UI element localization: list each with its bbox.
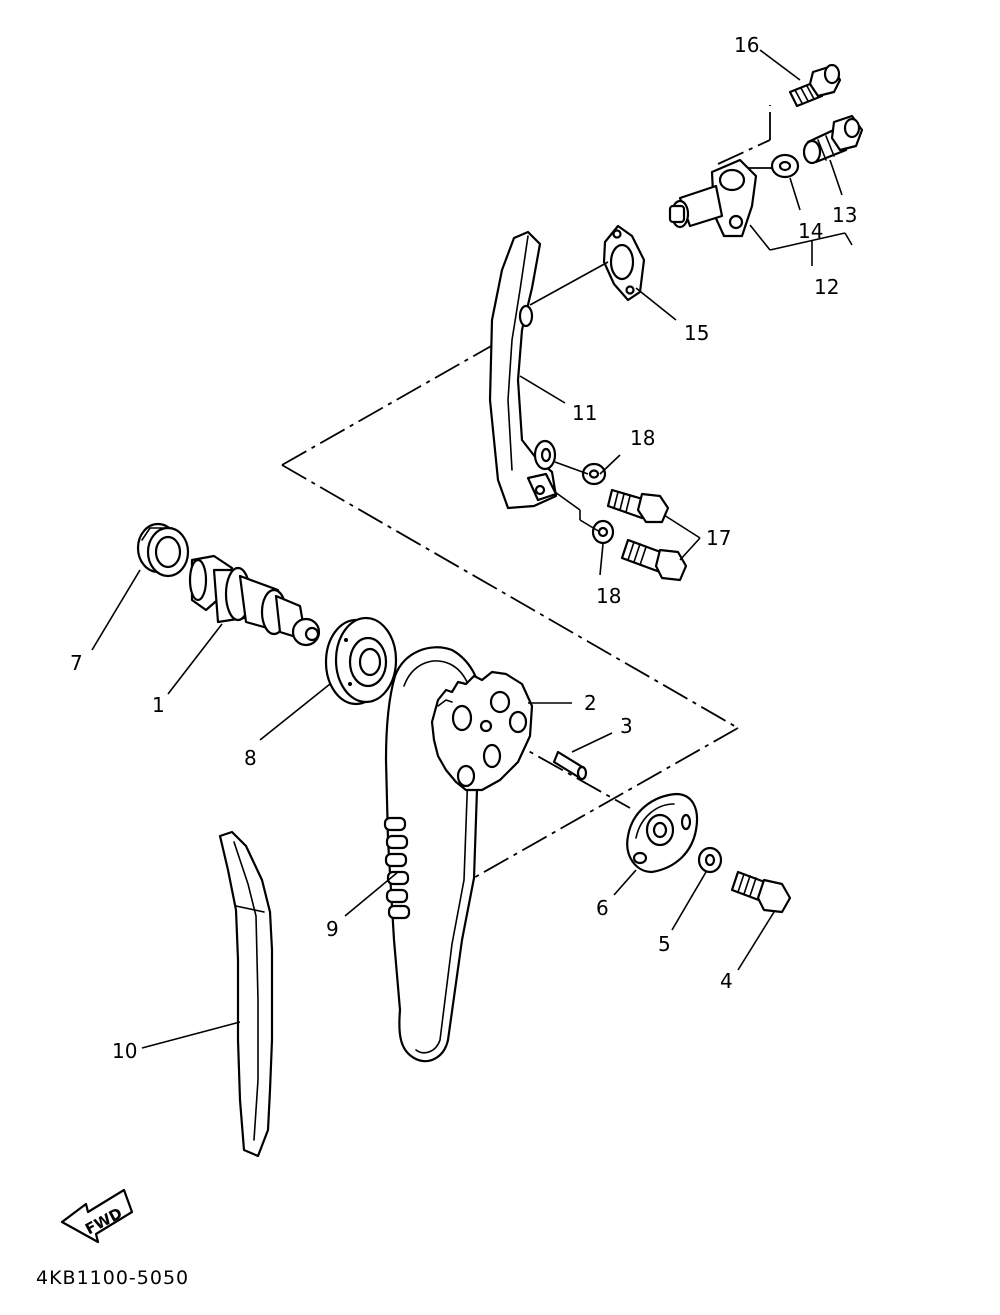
callout-10: 10 [112,1039,137,1063]
bolt-4 [730,870,792,914]
callout-14: 14 [798,219,823,243]
callout-5: 5 [658,932,671,956]
chain-guide-10 [218,830,274,1158]
chain-guide-11 [488,230,558,510]
callout-16: 16 [734,33,759,57]
diagram-code: 4KB1100-5050 [36,1267,189,1289]
washer-18-lower [591,519,615,545]
bearing-7 [136,522,190,578]
callout-labels: 16 13 14 12 15 11 18 17 18 7 1 2 3 8 6 9… [70,33,857,1063]
callout-11: 11 [572,401,597,425]
callout-3: 3 [620,714,633,738]
plug-bolt-13 [802,114,864,165]
callout-12: 12 [814,275,839,299]
chain-tensioner-12 [668,158,758,238]
leader-lines [91,49,853,1049]
bolt-17-upper [606,488,670,524]
washer-14 [770,153,800,179]
washer-5 [697,846,723,874]
callout-13: 13 [832,203,857,227]
callout-17: 17 [706,526,731,550]
camshaft-1 [188,554,321,647]
callout-1: 1 [152,693,165,717]
callout-2: 2 [584,691,597,715]
bolt-16 [788,63,842,108]
callout-18-lower: 18 [596,584,621,608]
callout-18-upper: 18 [630,426,655,450]
callout-6: 6 [596,896,609,920]
plate-6 [626,792,699,874]
bolt-17-lower [620,538,688,582]
cam-sprocket-2 [430,670,534,792]
dowel-pin-3 [552,750,588,781]
callout-9: 9 [326,917,339,941]
callout-8: 8 [244,746,257,770]
bearing-8 [324,616,398,706]
callout-15: 15 [684,321,709,345]
washer-18-upper [581,462,607,486]
forward-arrow: FWD [60,1188,134,1244]
callout-7: 7 [70,651,83,675]
callout-4: 4 [720,969,733,993]
